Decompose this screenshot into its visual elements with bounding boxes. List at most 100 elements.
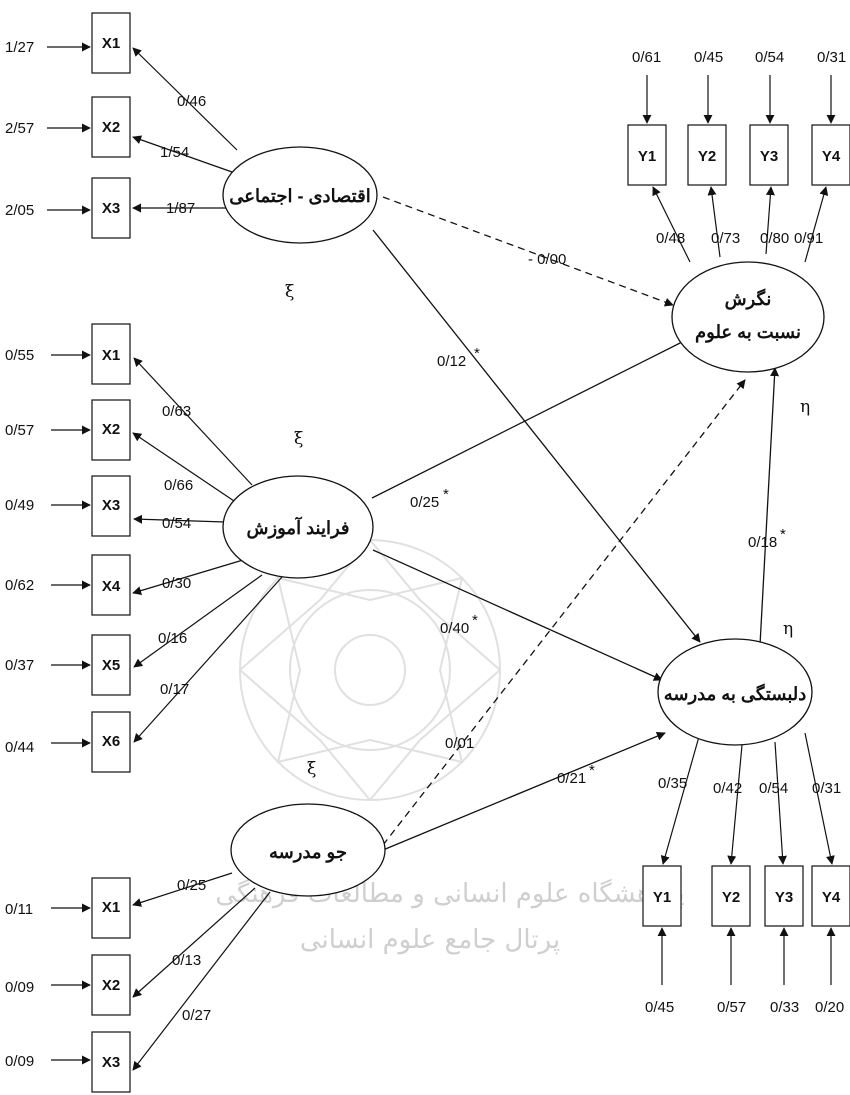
attachment-y4-label: Y4	[822, 889, 841, 906]
attitude-y3-label: Y3	[760, 148, 778, 165]
coef-climate-attitude: 0/01	[445, 735, 474, 752]
attitude-y4-loading: 0/91	[794, 230, 823, 247]
teaching-x2-label: X2	[102, 421, 120, 438]
climate-x2-error: 0/09	[5, 979, 34, 996]
attitude-indicators	[627, 75, 850, 263]
attachment-y1-loading: 0/35	[658, 775, 687, 792]
climate-x2-label: X2	[102, 977, 120, 994]
coef-teaching-attitude: 0/25	[410, 494, 439, 511]
watermark-line2: پرتال جامع علوم انسانی	[300, 925, 560, 955]
teaching-xi-symbol: ξ	[294, 429, 303, 449]
attachment-y2-loading: 0/42	[713, 780, 742, 797]
ses-x1-label: X1	[102, 35, 120, 52]
ses-x3-label: X3	[102, 200, 120, 217]
coef-ses-attachment-star: *	[474, 345, 480, 362]
latent-attitude-label-2: نسبت به علوم	[695, 322, 801, 343]
latent-climate	[230, 803, 386, 897]
coef-climate-attachment: 0/21	[557, 770, 586, 787]
attitude-eta-symbol: η	[800, 397, 810, 417]
latent-climate-label: جو مدرسه	[269, 842, 347, 863]
climate-indicators	[51, 872, 271, 1093]
teaching-x5-error: 0/37	[5, 657, 34, 674]
teaching-x1-error: 0/55	[5, 347, 34, 364]
attitude-y3-error: 0/54	[755, 49, 784, 66]
attachment-y4-error: 0/20	[815, 999, 844, 1016]
teaching-indicators	[51, 323, 283, 773]
teaching-x3-error: 0/49	[5, 497, 34, 514]
attitude-y1-error: 0/61	[632, 49, 661, 66]
attachment-y3-label: Y3	[775, 889, 793, 906]
ses-x2-label: X2	[102, 119, 120, 136]
climate-x3-label: X3	[102, 1054, 120, 1071]
climate-x3-loading: 0/27	[182, 1007, 211, 1024]
ses-xi-symbol: ξ	[285, 282, 294, 302]
watermark-rosette	[238, 538, 502, 802]
ses-x1-error: 1/27	[5, 39, 34, 56]
teaching-x3-label: X3	[102, 497, 120, 514]
path-ses-attachment	[372, 229, 701, 643]
attachment-y1-error: 0/45	[645, 999, 674, 1016]
attachment-y3-loading: 0/54	[759, 780, 788, 797]
ses-x2-loading: 1/54	[160, 144, 189, 161]
attitude-y1-loading: 0/48	[656, 230, 685, 247]
attachment-indicators	[642, 732, 850, 985]
latent-teaching	[222, 475, 374, 579]
coef-attachment-attitude-star: *	[780, 526, 786, 543]
attachment-y2-label: Y2	[722, 889, 740, 906]
teaching-x2-error: 0/57	[5, 422, 34, 439]
path-ses-attitude	[382, 196, 674, 307]
coef-climate-attachment-star: *	[589, 762, 595, 779]
attachment-y2-error: 0/57	[717, 999, 746, 1016]
attitude-y2-error: 0/45	[694, 49, 723, 66]
attitude-y4-error: 0/31	[817, 49, 846, 66]
ses-x3-error: 2/05	[5, 202, 34, 219]
coef-ses-attachment: 0/12	[437, 353, 466, 370]
path-teaching-attitude	[371, 337, 691, 499]
climate-x1-loading: 0/25	[177, 877, 206, 894]
teaching-x2-loading: 0/66	[164, 477, 193, 494]
latent-attitude	[671, 261, 825, 373]
teaching-x5-loading: 0/16	[158, 630, 187, 647]
attitude-y2-label: Y2	[698, 148, 716, 165]
teaching-x6-error: 0/44	[5, 739, 34, 756]
attachment-y1-label: Y1	[653, 889, 671, 906]
attitude-y3-loading: 0/80	[760, 230, 789, 247]
coef-teaching-attachment-star: *	[472, 612, 478, 629]
climate-x1-label: X1	[102, 899, 120, 916]
teaching-x1-loading: 0/63	[162, 403, 191, 420]
latent-attitude-label-1: نگرش	[725, 288, 772, 310]
latent-attachment	[657, 638, 813, 746]
teaching-x5-label: X5	[102, 657, 120, 674]
teaching-x4-loading: 0/30	[162, 575, 191, 592]
latent-ses-label: اقتصادی - اجتماعی	[229, 186, 370, 206]
attitude-y4-label: Y4	[822, 148, 841, 165]
ses-indicators	[47, 12, 238, 239]
coef-teaching-attitude-star: *	[443, 486, 449, 503]
ses-x2-error: 2/57	[5, 120, 34, 137]
attachment-eta-symbol: η	[783, 619, 793, 639]
latent-teaching-label: فرایند آموزش	[246, 516, 349, 539]
path-teaching-attachment	[372, 549, 663, 681]
attitude-y1-label: Y1	[638, 148, 656, 165]
climate-xi-symbol: ξ	[307, 759, 316, 779]
teaching-x4-error: 0/62	[5, 577, 34, 594]
ses-x1-loading: 0/46	[177, 93, 206, 110]
attachment-y4-loading: 0/31	[812, 780, 841, 797]
coef-attachment-attitude: 0/18	[748, 534, 777, 551]
climate-x1-error: 0/11	[5, 901, 33, 918]
climate-x3-error: 0/09	[5, 1053, 34, 1070]
path-attachment-attitude	[759, 367, 780, 646]
attitude-y2-loading: 0/73	[711, 230, 740, 247]
teaching-x6-loading: 0/17	[160, 681, 189, 698]
teaching-x3-loading: 0/54	[162, 515, 191, 532]
coef-ses-attitude: - 0/00	[528, 251, 566, 268]
latent-ses	[222, 146, 378, 244]
latent-attachment-label: دلبستگی به مدرسه	[664, 683, 807, 705]
path-climate-attachment	[382, 731, 666, 851]
teaching-x6-label: X6	[102, 733, 120, 750]
climate-x2-loading: 0/13	[172, 952, 201, 969]
path-climate-attitude	[382, 379, 746, 846]
ses-x3-loading: 1/87	[166, 200, 195, 217]
teaching-x1-label: X1	[102, 347, 120, 364]
